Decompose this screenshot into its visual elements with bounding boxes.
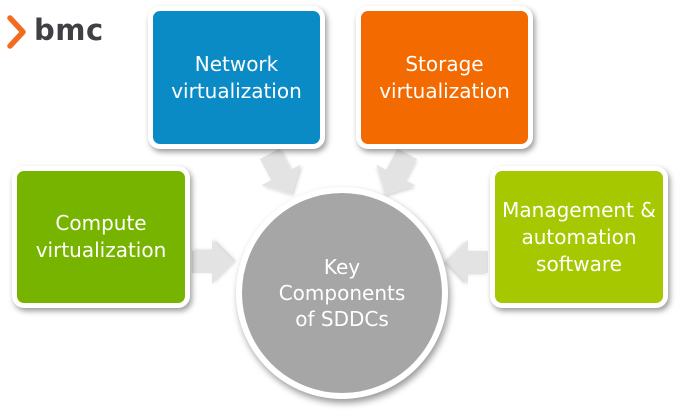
component-label-line: virtualization (379, 78, 510, 103)
bmc-chevron-logo-icon (7, 15, 26, 49)
hub-key-components: Key Components of SDDCs (236, 187, 448, 399)
component-label-line: automation (521, 224, 637, 249)
arrow-management-to-hub (446, 240, 488, 284)
component-label-line: virtualization (171, 78, 302, 103)
component-label-line: virtualization (35, 238, 167, 262)
component-network-virtualization: Network virtualization (148, 6, 325, 149)
logo-text: bmc (34, 12, 104, 47)
hub-label-line: of SDDCs (295, 307, 389, 331)
arrow-compute-to-hub (192, 240, 234, 284)
component-compute-virtualization: Compute virtualization (12, 166, 190, 308)
hub-label-line: Key (323, 255, 361, 279)
component-label-line: Storage (405, 51, 484, 76)
component-label-line: Compute (55, 211, 147, 235)
component-label-line: Management & (502, 197, 656, 222)
bmc-logo: bmc (6, 12, 104, 52)
component-label-line: Network (194, 51, 279, 76)
component-storage-virtualization: Storage virtualization (356, 6, 533, 149)
component-management-automation-software: Management & automation software (490, 166, 668, 308)
hub-label-line: Components (278, 281, 406, 305)
component-label-line: software (536, 251, 622, 276)
